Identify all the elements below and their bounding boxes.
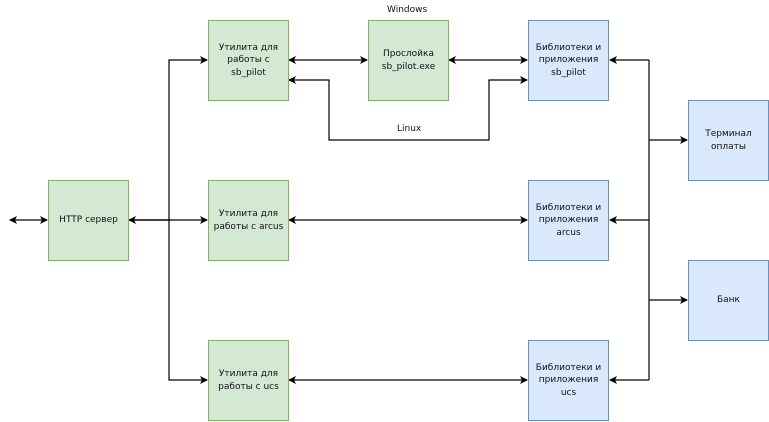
node-lib-ucs: Библиотеки и приложения ucs xyxy=(528,340,609,421)
label-linux: Linux xyxy=(397,124,422,134)
node-bank: Банк xyxy=(688,260,769,341)
edge-linux-path xyxy=(288,76,528,141)
node-util-arcus: Утилита для работы с arcus xyxy=(208,180,289,261)
node-proxy-sb-pilot-exe: Прослойка sb_pilot.exe xyxy=(368,20,449,101)
node-util-ucs: Утилита для работы с ucs xyxy=(208,340,289,421)
node-util-sb-pilot: Утилита для работы с sb_pilot xyxy=(208,20,289,101)
node-http-server: HTTP сервер xyxy=(48,180,129,261)
label-windows: Windows xyxy=(387,5,428,15)
node-lib-sb-pilot: Библиотеки и приложения sb_pilot xyxy=(528,20,609,101)
edge-bus-util-ucs xyxy=(168,220,208,384)
edge-bus-util-sb-pilot xyxy=(168,56,208,220)
node-payment-terminal: Терминал оплаты xyxy=(688,100,769,181)
node-lib-arcus: Библиотеки и приложения arcus xyxy=(528,180,609,261)
